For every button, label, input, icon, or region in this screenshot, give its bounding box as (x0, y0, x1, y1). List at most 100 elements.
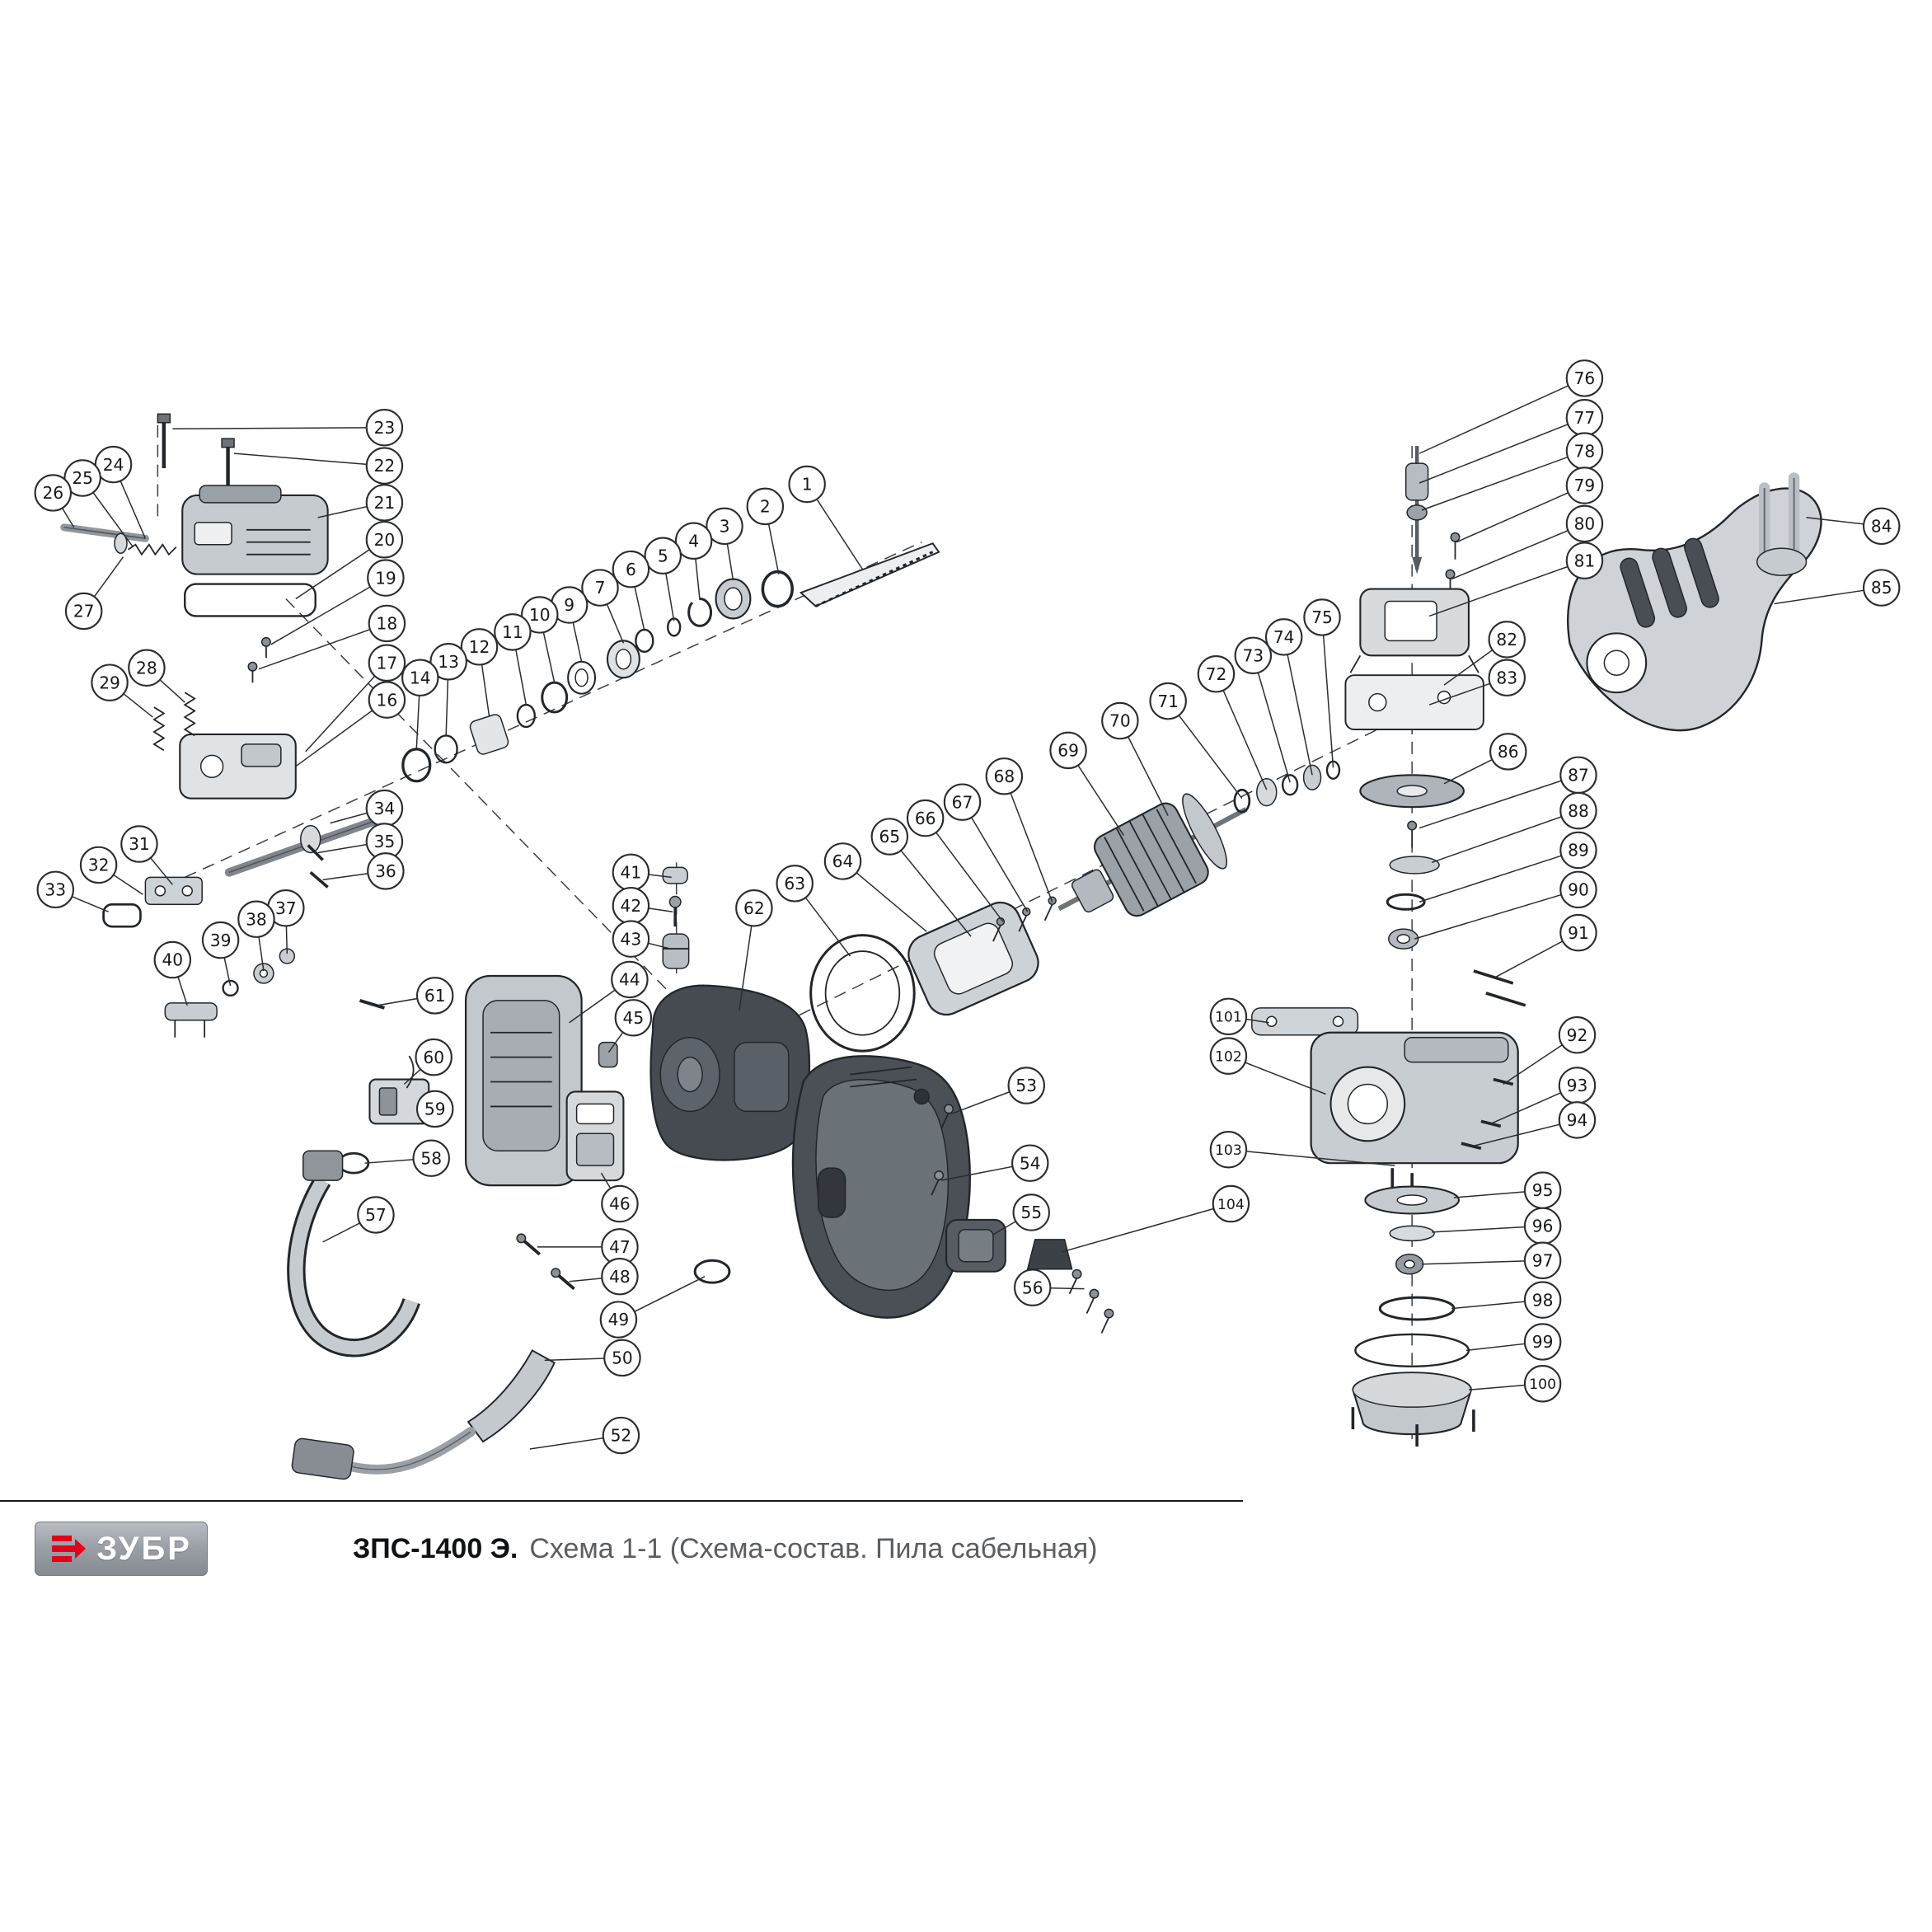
callout-71: 71 (1149, 682, 1243, 800)
callout-77: 77 (1419, 399, 1604, 484)
callout-95: 95 (1453, 1171, 1562, 1209)
svg-text:85: 85 (1871, 578, 1892, 598)
callout-27: 27 (64, 556, 124, 631)
svg-text:20: 20 (374, 530, 396, 550)
svg-text:66: 66 (915, 809, 936, 828)
callout-99: 99 (1465, 1323, 1562, 1361)
callout-63: 63 (776, 865, 851, 957)
callout-35: 35 (317, 823, 404, 860)
part-field-ring (809, 934, 916, 1053)
callout-94: 94 (1473, 1101, 1597, 1147)
svg-text:37: 37 (275, 898, 297, 918)
svg-text:52: 52 (611, 1426, 632, 1446)
callout-3: 3 (706, 507, 743, 581)
part-ring-chain (401, 542, 940, 783)
callout-53: 53 (950, 1067, 1045, 1115)
callout-72: 72 (1197, 654, 1268, 790)
part-stator (907, 901, 1039, 1016)
callout-42: 42 (612, 887, 673, 925)
svg-text:78: 78 (1574, 441, 1596, 461)
construction-lines (157, 424, 1413, 1440)
callout-69: 69 (1049, 731, 1124, 836)
svg-text:47: 47 (609, 1237, 631, 1257)
svg-text:90: 90 (1568, 879, 1589, 899)
callout-6: 6 (612, 550, 650, 631)
svg-text:14: 14 (410, 668, 431, 687)
svg-text:3: 3 (720, 516, 730, 536)
callout-19: 19 (270, 559, 405, 645)
svg-text:48: 48 (609, 1267, 631, 1287)
svg-text:99: 99 (1532, 1332, 1554, 1352)
callout-93: 93 (1490, 1067, 1597, 1125)
svg-text:82: 82 (1496, 630, 1517, 649)
callout-76: 76 (1419, 359, 1604, 454)
callout-7: 7 (581, 569, 625, 644)
callout-84: 84 (1806, 507, 1901, 546)
svg-text:49: 49 (608, 1310, 630, 1329)
callout-11: 11 (494, 613, 532, 706)
callout-34: 34 (330, 789, 404, 828)
svg-text:61: 61 (424, 986, 446, 1006)
svg-text:64: 64 (832, 851, 854, 871)
callout-104: 104 (1062, 1184, 1250, 1253)
callout-59: 59 (415, 1090, 454, 1128)
callout-16: 16 (295, 681, 406, 767)
svg-text:63: 63 (784, 874, 805, 893)
svg-text:75: 75 (1311, 607, 1333, 627)
callout-52: 52 (529, 1416, 640, 1455)
zubr-logo: ЗУБР (35, 1522, 208, 1576)
callout-46: 46 (600, 1172, 639, 1223)
svg-text:44: 44 (619, 970, 640, 990)
svg-text:72: 72 (1206, 664, 1227, 684)
svg-text:31: 31 (129, 834, 150, 854)
callout-85: 85 (1774, 569, 1901, 607)
svg-text:9: 9 (564, 595, 574, 615)
svg-text:33: 33 (45, 879, 66, 899)
svg-text:60: 60 (423, 1048, 444, 1067)
part-gear-column (1251, 446, 1526, 1447)
part-brush-holder (337, 998, 430, 1175)
svg-text:4: 4 (688, 531, 699, 551)
callout-54: 54 (940, 1144, 1049, 1182)
callout-20: 20 (295, 521, 404, 600)
callout-60: 60 (403, 1038, 453, 1086)
svg-text:18: 18 (377, 614, 398, 634)
callout-23: 23 (172, 409, 404, 447)
svg-text:43: 43 (621, 929, 642, 949)
svg-text:11: 11 (502, 622, 523, 642)
document-title: ЗПС-1400 Э. Схема 1-1 (Схема-состав. Пил… (353, 1523, 1097, 1574)
callout-43: 43 (612, 920, 671, 958)
svg-text:45: 45 (623, 1008, 645, 1028)
svg-text:86: 86 (1498, 742, 1519, 762)
svg-text:53: 53 (1015, 1076, 1037, 1095)
svg-text:56: 56 (1022, 1278, 1043, 1297)
callout-82: 82 (1443, 621, 1526, 686)
svg-text:13: 13 (438, 652, 459, 672)
callout-31: 31 (120, 825, 173, 885)
callout-73: 73 (1234, 636, 1291, 783)
svg-text:103: 103 (1215, 1142, 1242, 1159)
callout-48: 48 (569, 1257, 639, 1296)
svg-text:83: 83 (1496, 668, 1517, 687)
svg-text:73: 73 (1242, 645, 1264, 665)
svg-text:97: 97 (1532, 1250, 1554, 1270)
callout-47: 47 (537, 1228, 639, 1266)
callout-68: 68 (985, 757, 1053, 903)
svg-text:93: 93 (1567, 1076, 1588, 1095)
callout-66: 66 (906, 799, 1004, 922)
part-gear-housing-center (649, 984, 810, 1161)
callout-58: 58 (364, 1139, 450, 1177)
svg-text:81: 81 (1574, 551, 1596, 570)
svg-text:16: 16 (377, 690, 398, 710)
callout-13: 13 (429, 643, 467, 736)
svg-text:77: 77 (1574, 408, 1596, 428)
svg-text:94: 94 (1567, 1110, 1588, 1130)
svg-text:84: 84 (1871, 516, 1892, 536)
callout-102: 102 (1209, 1037, 1326, 1095)
svg-text:59: 59 (424, 1100, 446, 1119)
callout-75: 75 (1303, 598, 1341, 768)
callout-2: 2 (746, 487, 785, 574)
svg-text:74: 74 (1273, 627, 1295, 647)
callout-14: 14 (401, 659, 439, 749)
